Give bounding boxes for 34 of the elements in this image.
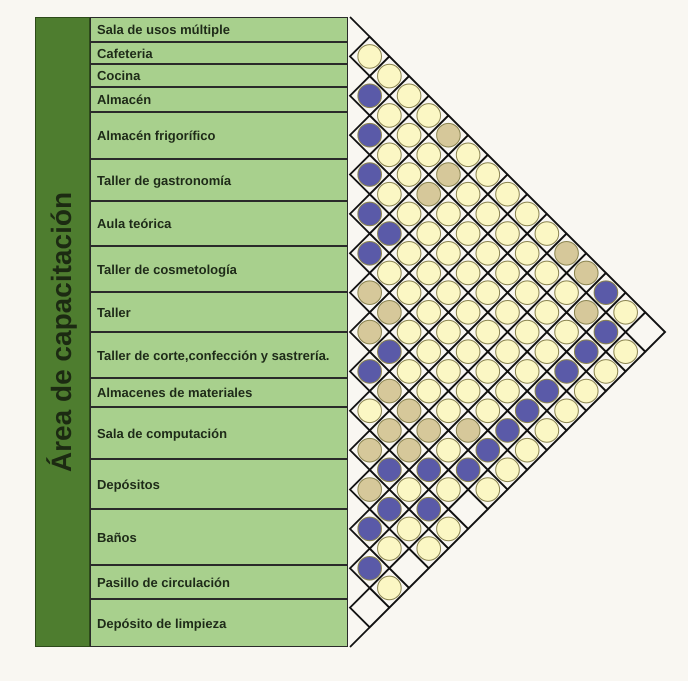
space-name: Cocina — [97, 68, 142, 83]
category-band — [35, 17, 90, 647]
space-row — [90, 332, 348, 378]
space-row — [90, 64, 348, 87]
space-name: Taller de gastronomía — [97, 172, 232, 188]
space-row — [90, 112, 348, 159]
space-row — [90, 459, 348, 509]
space-name: Almacén — [97, 92, 152, 107]
space-name: Taller de cosmetología — [97, 262, 238, 276]
space-row — [90, 378, 348, 407]
space-row — [90, 599, 348, 647]
space-name: Aula teórica — [97, 216, 172, 231]
space-row — [90, 42, 348, 64]
space-name: Sala de computación — [97, 426, 228, 440]
space-name: Taller de corte,confección y sastrería. — [97, 348, 330, 362]
space-row — [90, 159, 348, 201]
space-row — [90, 407, 348, 459]
category-heading: Área de capacitación — [45, 192, 78, 472]
space-name: Sala de usos múltiple — [97, 22, 231, 37]
space-name: Depósito de limpieza — [97, 616, 228, 630]
space-row — [90, 292, 348, 332]
space-name: Pasillo de circulación — [97, 574, 231, 590]
space-name: Baños — [97, 530, 138, 544]
space-name: Almacenes de materiales — [97, 385, 254, 400]
space-row — [90, 87, 348, 112]
space-row — [90, 17, 348, 42]
space-row — [90, 201, 348, 246]
space-name: Almacén frigorífico — [97, 128, 216, 143]
space-name: Cafeteria — [97, 46, 154, 60]
space-row — [90, 246, 348, 292]
space-name: Taller — [97, 304, 132, 320]
space-name: Depósitos — [97, 476, 161, 492]
space-row — [90, 509, 348, 565]
space-row — [90, 565, 348, 599]
